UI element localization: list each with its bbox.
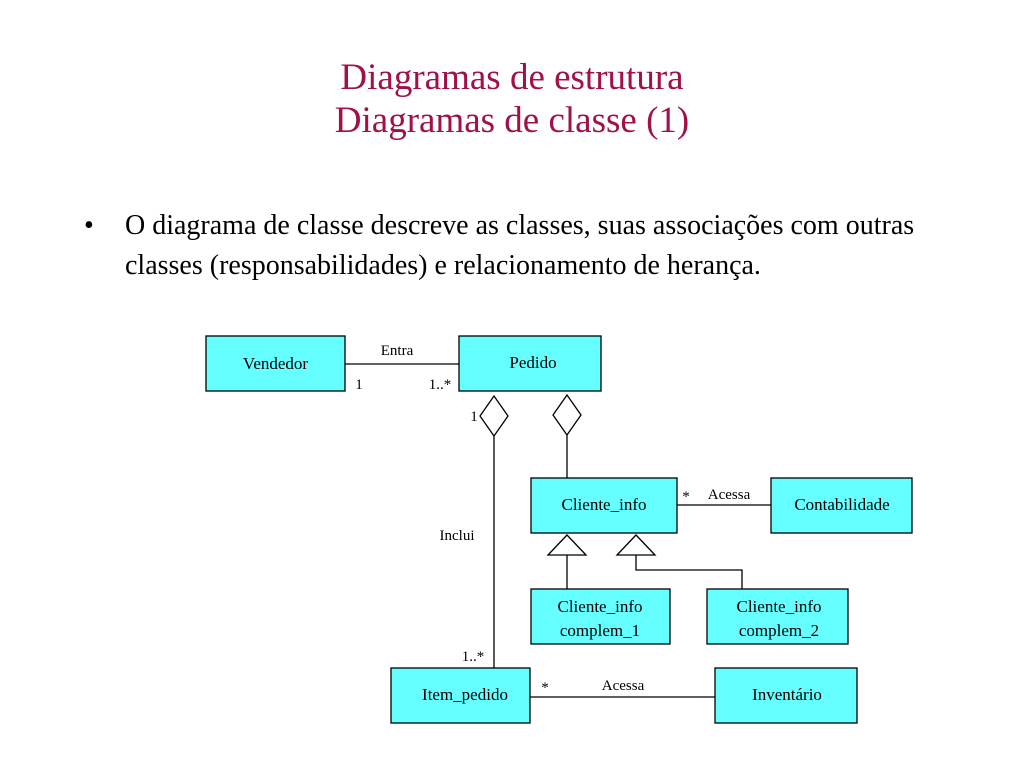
bullet-text: O diagrama de classe descreve as classes… [125,210,915,281]
assoc-label-entra: Entra [381,343,414,359]
inheritance-triangle-2 [615,534,657,556]
class-box-item-pedido [390,667,531,724]
title-line-2: Diagramas de classe (1) [334,100,690,141]
class-label-complem-1-line-2: complem_1 [560,621,640,640]
class-label-complem-2-line-1: Cliente_info [737,597,822,616]
multiplicity-item-acessa: * [541,680,549,696]
aggregation-diamond-cliente [552,393,582,437]
class-box-cliente-info [530,477,678,534]
class-label-complem-2-line-2: complem_2 [739,621,819,640]
assoc-label-acessa-inventario: Acessa [602,678,645,694]
bullet-icon: • [84,210,94,241]
multiplicity-vendedor: 1 [355,377,363,393]
class-box-pedido [458,335,602,392]
multiplicity-pedido-entra: 1..* [429,377,452,393]
class-label-pedido: Pedido [509,353,556,372]
class-box-contabilidade [770,477,913,534]
slide-title: Diagramas de estrutura Diagramas de clas… [0,56,1024,142]
inheritance-line-complem-2 [635,555,743,589]
class-label-inventario: Inventário [752,685,822,704]
class-label-complem-1-line-1: Cliente_info [558,597,643,616]
class-box-inventario [714,667,858,724]
class-box-vendedor [205,335,346,392]
class-label-contabilidade: Contabilidade [794,495,889,514]
multiplicity-item-inclui: 1..* [462,649,485,665]
multiplicity-cliente-acessa: * [682,489,690,505]
class-box-cliente-info-complem-1 [530,588,671,645]
title-line-1: Diagramas de estrutura [340,57,684,98]
class-label-cliente-info: Cliente_info [562,495,647,514]
class-label-vendedor: Vendedor [243,354,308,373]
multiplicity-pedido-inclui: 1 [470,409,478,425]
class-label-item-pedido: Item_pedido [422,685,508,704]
inheritance-triangle-1 [546,534,588,556]
aggregation-diamond-inclui [479,394,509,438]
assoc-label-acessa-contabilidade: Acessa [708,487,751,503]
assoc-label-inclui: Inclui [440,528,475,544]
class-box-cliente-info-complem-2 [706,588,849,645]
